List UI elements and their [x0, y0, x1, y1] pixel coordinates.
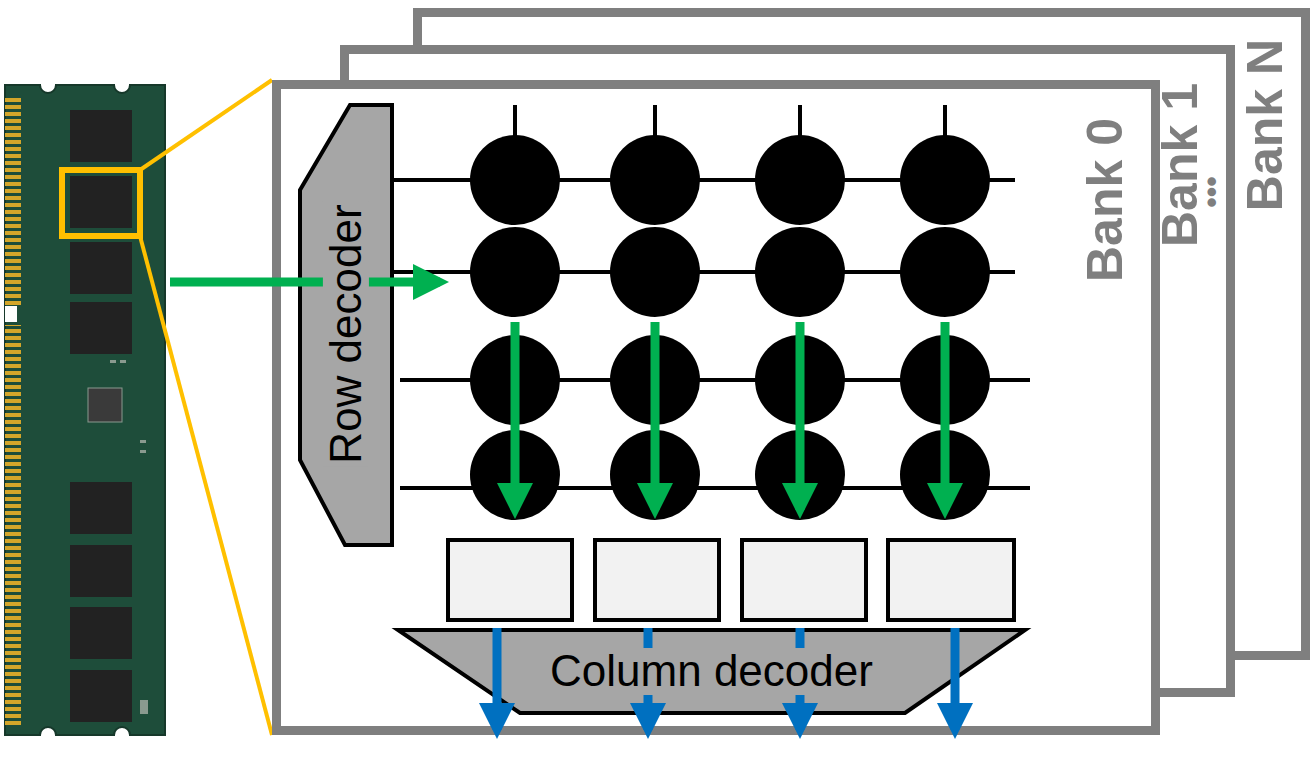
- module-notch: [5, 306, 17, 322]
- row-buffer: [448, 540, 1014, 620]
- module-components: [110, 360, 148, 714]
- zoom-line: [140, 80, 272, 170]
- bank-label: Bank N: [1240, 39, 1290, 211]
- row-decoder: Row decoder: [300, 105, 392, 545]
- dram-cells: [470, 135, 990, 520]
- bank-label: Bank 0: [1080, 118, 1130, 282]
- dram-chips: [70, 110, 132, 722]
- data-flow-arrows: [170, 282, 945, 510]
- decoder-label: Row decoder: [323, 201, 369, 466]
- bank-label: Bank 1: [1155, 83, 1205, 247]
- output-arrows: [497, 628, 955, 730]
- zoom-line: [140, 236, 272, 735]
- controller-chip: [88, 388, 122, 422]
- column-decoder: Column decoder: [398, 630, 1025, 713]
- ellipsis-label: •••: [1197, 176, 1227, 208]
- decoder-label: Column decoder: [547, 648, 876, 694]
- module-contacts: [5, 325, 21, 725]
- bitlines-wordlines: [392, 105, 1030, 488]
- memory-module: [5, 85, 165, 735]
- zoom-highlight: [62, 170, 140, 236]
- module-contacts: [5, 95, 21, 305]
